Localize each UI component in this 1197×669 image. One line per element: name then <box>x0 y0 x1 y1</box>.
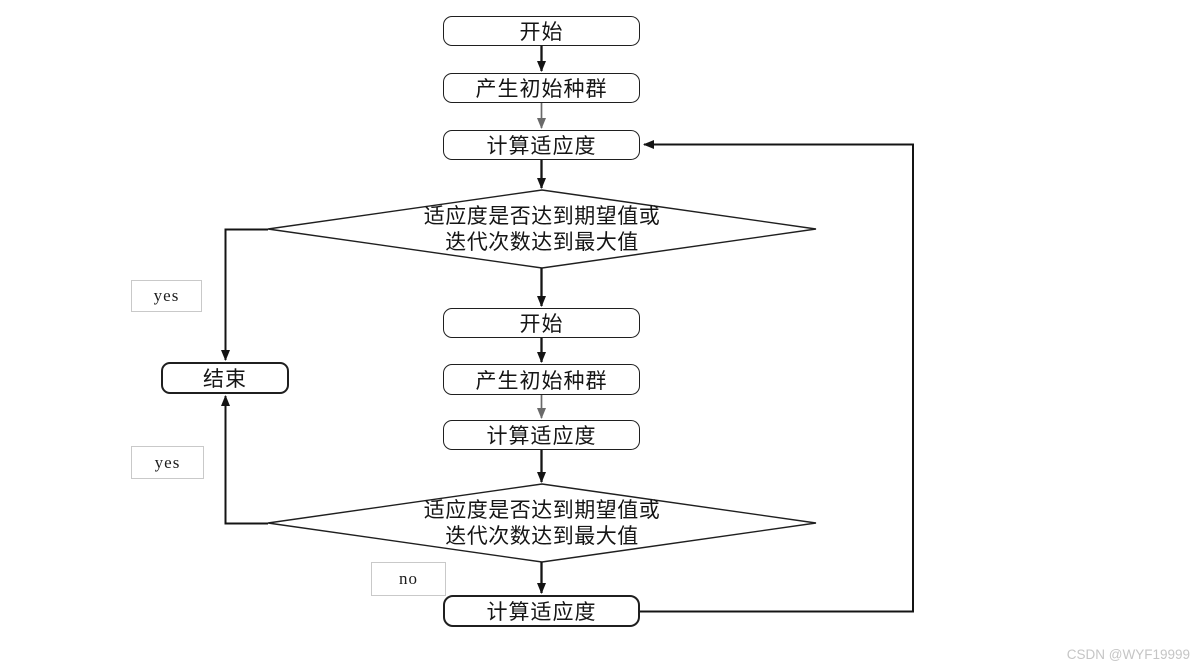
csdn-watermark: CSDN @WYF19999 <box>1066 647 1190 662</box>
edge-label-yes-top: yes <box>131 280 202 312</box>
node-end: 结束 <box>161 362 289 394</box>
edge-feedback-loop <box>640 140 914 613</box>
edge-label-yes-bottom: yes <box>131 446 204 479</box>
node-generate-initial-population-top: 产生初始种群 <box>443 73 640 103</box>
node-calculate-fitness-mid: 计算适应度 <box>443 420 640 450</box>
decision-diamond-top <box>267 189 817 269</box>
edge-label-no: no <box>371 562 446 596</box>
node-start-mid: 开始 <box>443 308 640 338</box>
decision-top-label: 适应度是否达到期望值或 迭代次数达到最大值 <box>423 204 661 254</box>
decision-bottom-label: 适应度是否达到期望值或 迭代次数达到最大值 <box>423 498 661 548</box>
node-calculate-fitness-bottom: 计算适应度 <box>443 595 640 627</box>
decision-diamond-bottom <box>267 483 817 563</box>
edge-yes-bottom-to-end <box>221 395 268 525</box>
node-calculate-fitness-top: 计算适应度 <box>443 130 640 160</box>
edge-yes-top-to-end <box>221 228 268 361</box>
node-start-top: 开始 <box>443 16 640 46</box>
node-generate-initial-population-mid: 产生初始种群 <box>443 364 640 395</box>
